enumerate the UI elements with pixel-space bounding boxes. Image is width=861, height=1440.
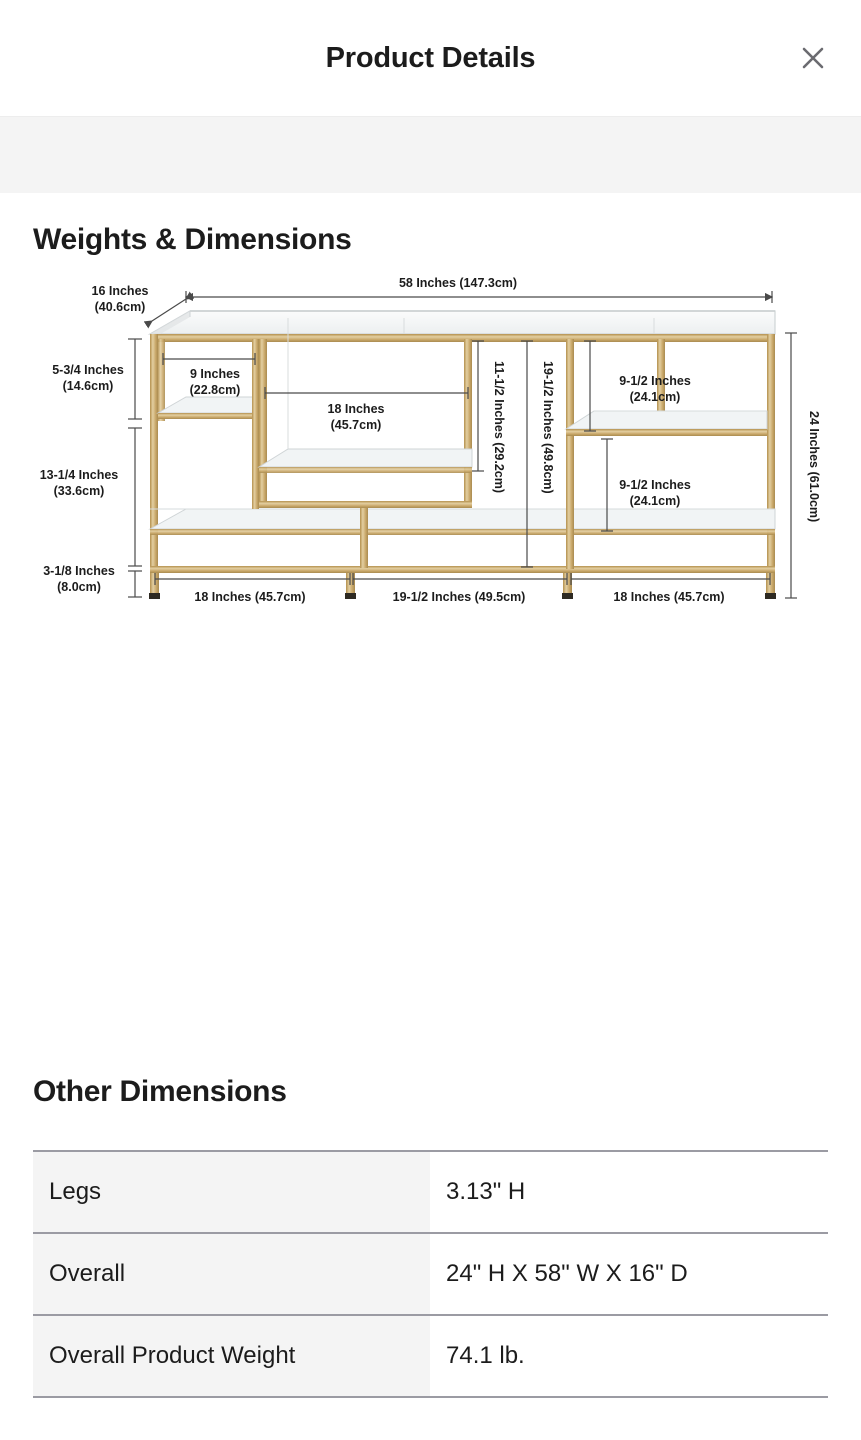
label-depth-line2: (40.6cm) [95, 300, 146, 314]
label-mid-shelf-width-line2: (45.7cm) [331, 418, 382, 432]
label-left-shelf-width-line1: 9 Inches [190, 367, 240, 381]
other-dimensions-heading: Other Dimensions [33, 1075, 287, 1108]
dimension-diagram-svg: 16 Inches (40.6cm) 58 Inches (147.3cm) 5… [40, 276, 821, 604]
label-leg-height-line2: (8.0cm) [57, 580, 101, 594]
section-separator-band [0, 116, 861, 193]
spec-key: Legs [33, 1150, 430, 1233]
label-leg-height-line1: 3-1/8 Inches [43, 564, 115, 578]
close-icon [800, 45, 826, 71]
label-overall-width: 58 Inches (147.3cm) [399, 276, 517, 290]
table-row: Legs 3.13" H [33, 1150, 828, 1233]
table-row: Overall 24" H X 58" W X 16" D [33, 1232, 828, 1315]
label-tall-opening-height: 19-1/2 Inches (49.8cm) [541, 361, 555, 494]
label-right-lower-height-line1: 9-1/2 Inches [619, 478, 691, 492]
modal-header: Product Details [0, 0, 861, 116]
spec-key: Overall [33, 1232, 430, 1315]
label-right-lower-height-line2: (24.1cm) [630, 494, 681, 508]
label-depth-line1: 16 Inches [92, 284, 149, 298]
label-bottom-right-width: 18 Inches (45.7cm) [613, 590, 724, 604]
label-left-shelf-width-line2: (22.8cm) [190, 383, 241, 397]
label-bottom-left-width: 18 Inches (45.7cm) [194, 590, 305, 604]
page-title: Product Details [325, 41, 536, 74]
spec-value: 24" H X 58" W X 16" D [430, 1232, 828, 1315]
spec-key: Overall Product Weight [33, 1314, 430, 1398]
other-dimensions-table: Legs 3.13" H Overall 24" H X 58" W X 16"… [33, 1150, 828, 1398]
label-lower-left-height-line2: (33.6cm) [54, 484, 105, 498]
label-top-left-height-line1: 5-3/4 Inches [52, 363, 124, 377]
label-bottom-mid-width: 19-1/2 Inches (49.5cm) [393, 590, 526, 604]
label-mid-shelf-width-line1: 18 Inches [328, 402, 385, 416]
close-button[interactable] [791, 36, 835, 80]
label-mid-opening-height: 11-1/2 Inches (29.2cm) [492, 361, 506, 493]
label-top-left-height-line2: (14.6cm) [63, 379, 114, 393]
weights-dimensions-heading: Weights & Dimensions [33, 223, 352, 256]
spec-value: 74.1 lb. [430, 1314, 828, 1398]
spec-value: 3.13" H [430, 1150, 828, 1233]
other-dimensions-section: Other Dimensions Legs 3.13" H Overall 24… [0, 1075, 861, 1398]
label-right-upper-height-line2: (24.1cm) [630, 390, 681, 404]
label-lower-left-height-line1: 13-1/4 Inches [40, 468, 119, 482]
dimension-diagram: 16 Inches (40.6cm) 58 Inches (147.3cm) 5… [0, 271, 861, 1071]
table-row: Overall Product Weight 74.1 lb. [33, 1314, 828, 1398]
label-right-upper-height-line1: 9-1/2 Inches [619, 374, 691, 388]
label-overall-height: 24 Inches (61.0cm) [807, 411, 821, 522]
